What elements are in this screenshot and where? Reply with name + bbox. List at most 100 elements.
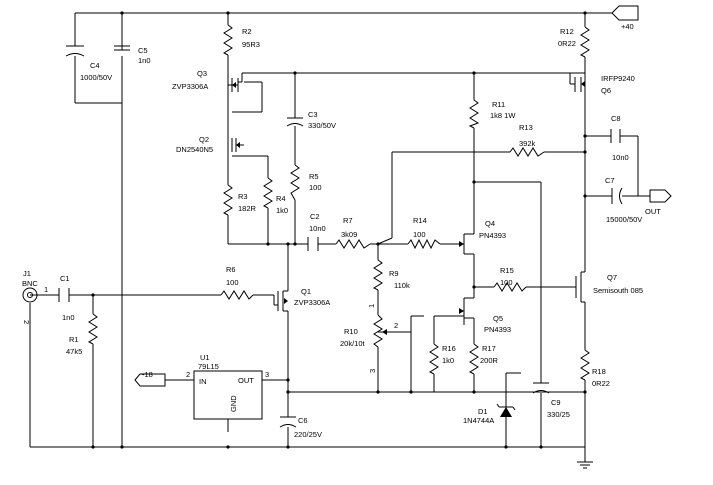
label-u1-in: IN [199,377,207,386]
label-d1-value: 1N4744A [463,416,494,425]
label-u1-out: OUT [238,376,254,385]
transistors [227,73,586,319]
label-r2-value: 95R3 [242,40,260,49]
ground-icon [577,461,593,469]
labels: R2 95R3 Q3 ZVP3306A Q2 DN2540N5 R3 182R … [22,22,661,439]
resistor-r4 [262,177,273,209]
label-r15-value: 100 [500,278,513,287]
port-plus40 [611,5,639,21]
label-q4-value: PN4393 [479,231,506,240]
label-pin-r10-1: 1 [367,304,376,308]
resistor-r6 [220,290,254,300]
label-out: OUT [645,207,661,216]
label-c3: C3 [308,110,318,119]
resistor-r9 [372,259,383,291]
port-minus18 [134,373,166,387]
label-plus40: +40 [621,22,634,31]
label-q5: Q5 [493,314,503,323]
label-c7-value: 15000/50V [606,215,642,224]
resistor-r13 [509,147,545,157]
capacitors [58,45,623,428]
label-r7-value: 3k09 [341,230,357,239]
label-c6-value: 220/25V [294,430,322,439]
label-j1-value: BNC [22,279,38,288]
label-c7: C7 [605,176,615,185]
resistor-r14 [407,238,441,250]
label-q2-value: DN2540N5 [176,145,213,154]
label-r17: R17 [482,344,496,353]
label-pin-u1-3: 3 [265,370,269,379]
transistor-q4 [452,233,474,255]
resistor-r7 [335,239,371,249]
regulator-u1 [193,370,263,420]
resistor-r11 [468,99,480,129]
label-q1-value: ZVP3306A [294,298,330,307]
label-r14: R14 [413,216,427,225]
label-r6-value: 100 [226,278,239,287]
label-pin-c1-1: 1 [44,285,48,294]
label-r10: R10 [344,327,358,336]
label-u1-gnd: GND [229,395,238,412]
resistor-r5 [290,164,300,201]
label-r17-value: 200R [480,356,499,365]
label-r3-value: 182R [238,204,257,213]
label-r14-value: 100 [413,230,426,239]
transistor-q6 [569,73,586,92]
label-j1: J1 [23,269,31,278]
label-r3: R3 [238,192,248,201]
label-q1: Q1 [301,287,311,296]
port-out [649,189,672,203]
label-c1-value: 1n0 [62,313,75,322]
label-r4-value: 1k0 [276,206,288,215]
label-c9: C9 [551,398,561,407]
label-r9: R9 [389,269,399,278]
resistors [87,24,590,381]
label-q7: Q7 [607,273,617,282]
wires [29,12,650,462]
transistor-q2 [227,130,244,158]
label-r15: R15 [500,266,514,275]
resistor-r2 [222,24,233,56]
bnc-j1 [22,287,38,303]
label-c5-value: 1n0 [138,56,151,65]
label-c4: C4 [90,61,100,70]
label-r1: R1 [69,335,79,344]
label-c8-value: 10n0 [612,153,629,162]
label-c6: C6 [298,416,308,425]
label-r13: R13 [519,123,533,132]
label-r9-value: 110k [394,281,410,290]
label-r5-value: 100 [309,183,322,192]
resistor-r3 [222,184,233,216]
resistor-r15 [493,282,527,292]
label-pin-r10-2: 2 [394,321,398,330]
label-q7-value: Semisouth 085 [593,286,643,295]
resistor-r16 [428,343,439,375]
zener-d1 [496,403,516,417]
label-c3-value: 330/50V [308,121,336,130]
label-c9-value: 330/25 [547,410,570,419]
label-q3: Q3 [197,69,207,78]
label-u1-value: 79L15 [198,362,219,371]
label-d1: D1 [478,407,488,416]
transistor-q1 [274,290,288,312]
transistor-q7 [572,271,585,303]
label-c4-value: 1000/50V [80,73,112,82]
label-c2-value: 10n0 [309,224,326,233]
resistor-r1 [87,313,98,345]
label-q4: Q4 [485,219,495,228]
label-r18: R18 [592,367,606,376]
label-c5: C5 [138,46,148,55]
label-q6-value: Q6 [601,86,611,95]
label-r6: R6 [226,265,236,274]
label-r1-value: 47k5 [66,347,82,356]
label-q5-value: PN4393 [484,325,511,334]
label-r4: R4 [276,194,286,203]
label-pin-u1-2: 2 [186,370,190,379]
label-r10-value: 20k/10t [340,339,366,348]
label-pin-j1-2: 2 [22,320,31,324]
label-minus18: -18 [142,370,153,379]
label-r7: R7 [343,216,353,225]
label-r12: R12 [560,27,574,36]
label-q2: Q2 [199,135,209,144]
